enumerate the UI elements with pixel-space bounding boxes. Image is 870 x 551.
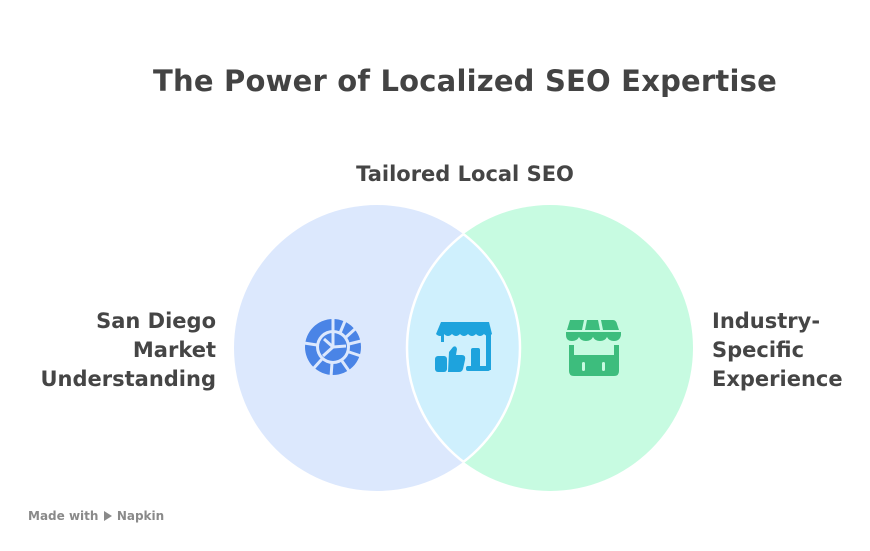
diagram-title: The Power of Localized SEO Expertise xyxy=(153,64,777,98)
right-label-line: Specific xyxy=(712,338,805,362)
napkin-logo-icon xyxy=(103,511,112,521)
footer-brand: Napkin xyxy=(116,509,165,523)
store-thumbs-up-icon xyxy=(435,322,492,372)
pie-chart-icon xyxy=(303,317,362,378)
right-set-label: Industry- Specific Experience xyxy=(712,307,862,394)
storefront-icon xyxy=(566,320,621,376)
left-label-line: San Diego xyxy=(96,309,216,333)
right-label-line: Experience xyxy=(712,367,843,391)
intersection-region xyxy=(407,205,520,491)
intersection-label: Tailored Local SEO xyxy=(356,162,574,186)
made-with-napkin-footer: Made with Napkin xyxy=(28,509,164,523)
footer-prefix: Made with xyxy=(28,509,99,523)
right-label-line: Industry- xyxy=(712,309,821,333)
left-label-line: Market xyxy=(132,338,216,362)
left-label-line: Understanding xyxy=(40,367,216,391)
left-set-label: San Diego Market Understanding xyxy=(20,307,216,394)
